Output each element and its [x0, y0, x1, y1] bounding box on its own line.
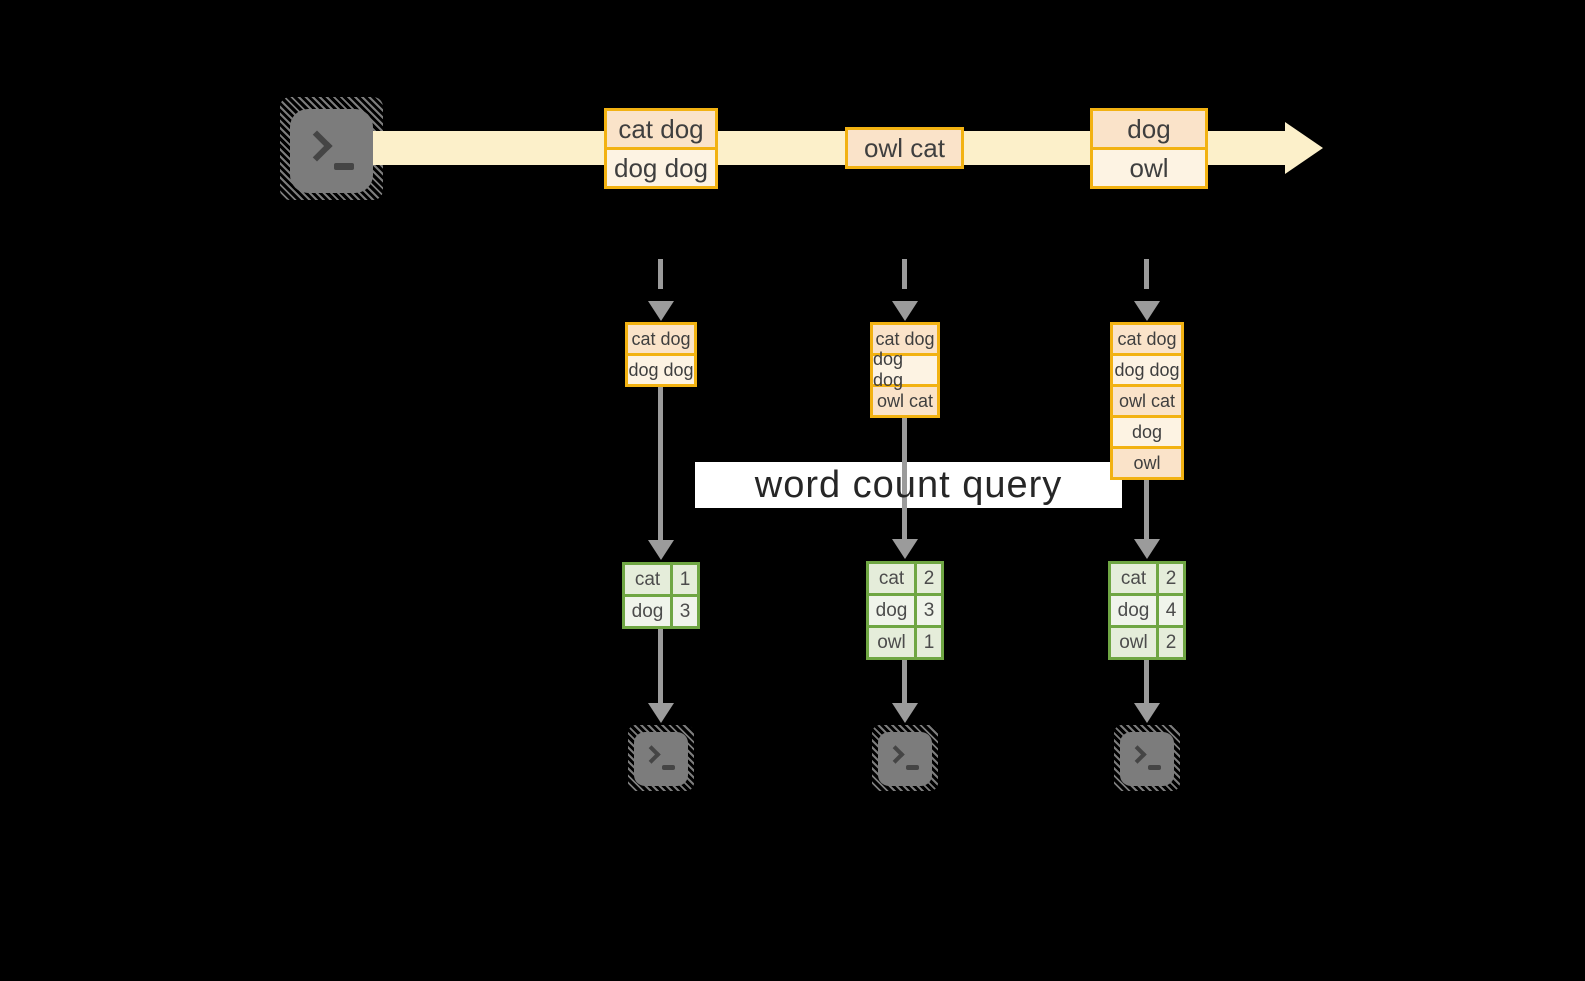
down-arrow-head-icon: [1134, 301, 1160, 321]
state-line: owl cat: [1113, 384, 1181, 415]
count-word: owl: [1111, 628, 1156, 657]
prompt-chevron-icon: [1128, 745, 1147, 764]
state-line: cat dog: [1113, 325, 1181, 353]
state-line: cat dog: [628, 325, 694, 353]
event-line: owl cat: [848, 130, 961, 166]
terminal-icon: [628, 725, 694, 791]
terminal-icon: [280, 97, 383, 200]
right-arrow-head-icon: [1285, 122, 1323, 174]
prompt-cursor-icon: [906, 765, 919, 770]
down-arrow-head-icon: [648, 703, 674, 723]
down-arrow-head-icon: [892, 703, 918, 723]
prompt-cursor-icon: [334, 163, 354, 170]
state-box-2: cat dog dog dog owl cat: [870, 322, 940, 418]
count-value: 1: [673, 565, 697, 594]
count-word: dog: [869, 596, 914, 625]
terminal-screen: [1120, 732, 1174, 786]
state-line: owl cat: [873, 384, 937, 415]
count-word: cat: [1111, 564, 1156, 593]
down-arrow-head-icon: [648, 540, 674, 560]
terminal-icon: [872, 725, 938, 791]
down-arrow-head-icon: [892, 539, 918, 559]
count-value: 3: [917, 596, 941, 625]
prompt-chevron-icon: [301, 130, 333, 162]
state-box-1: cat dog dog dog: [625, 322, 697, 387]
event-line: dog dog: [607, 147, 715, 186]
terminal-screen: [634, 732, 688, 786]
count-value: 2: [1159, 628, 1183, 657]
flow-line: [658, 387, 663, 540]
count-value: 4: [1159, 596, 1183, 625]
flow-line: [902, 660, 907, 703]
count-value: 1: [917, 628, 941, 657]
event-line: dog: [1093, 111, 1205, 147]
query-label: word count query: [754, 463, 1063, 506]
dashed-arrow-shaft: [658, 259, 663, 289]
state-line: cat dog: [873, 325, 937, 353]
stream-event-box-1: cat dog dog dog: [604, 108, 718, 189]
count-word: owl: [869, 628, 914, 657]
state-line: owl: [1113, 446, 1181, 477]
count-word: dog: [1111, 596, 1156, 625]
dashed-arrow-shaft: [902, 259, 907, 289]
state-line: dog: [1113, 415, 1181, 446]
event-line: cat dog: [607, 111, 715, 147]
count-word: dog: [625, 597, 670, 626]
flow-line: [1144, 480, 1149, 539]
count-value: 3: [673, 597, 697, 626]
stream-event-box-3: dog owl: [1090, 108, 1208, 189]
prompt-cursor-icon: [1148, 765, 1161, 770]
prompt-chevron-icon: [886, 745, 905, 764]
count-word: cat: [869, 564, 914, 593]
count-value: 2: [917, 564, 941, 593]
query-band: [695, 462, 1122, 508]
state-line: dog dog: [873, 349, 937, 390]
count-table-3: cat 2 dog 4 owl 2: [1108, 561, 1186, 660]
stream-event-box-2: owl cat: [845, 127, 964, 169]
count-table-1: cat 1 dog 3: [622, 562, 700, 629]
down-arrow-head-icon: [1134, 539, 1160, 559]
flow-line: [902, 418, 907, 539]
down-arrow-head-icon: [648, 301, 674, 321]
down-arrow-head-icon: [892, 301, 918, 321]
flow-line: [658, 629, 663, 703]
terminal-screen: [290, 109, 373, 193]
terminal-icon: [1114, 725, 1180, 791]
count-table-2: cat 2 dog 3 owl 1: [866, 561, 944, 660]
prompt-chevron-icon: [642, 745, 661, 764]
flow-line: [1144, 660, 1149, 703]
prompt-cursor-icon: [662, 765, 675, 770]
down-arrow-head-icon: [1134, 703, 1160, 723]
count-word: cat: [625, 565, 670, 594]
state-line: dog dog: [1113, 353, 1181, 384]
dashed-arrow-shaft: [1144, 259, 1149, 289]
terminal-screen: [878, 732, 932, 786]
event-line: owl: [1093, 147, 1205, 186]
state-line: dog dog: [628, 353, 694, 384]
count-value: 2: [1159, 564, 1183, 593]
state-box-3: cat dog dog dog owl cat dog owl: [1110, 322, 1184, 480]
